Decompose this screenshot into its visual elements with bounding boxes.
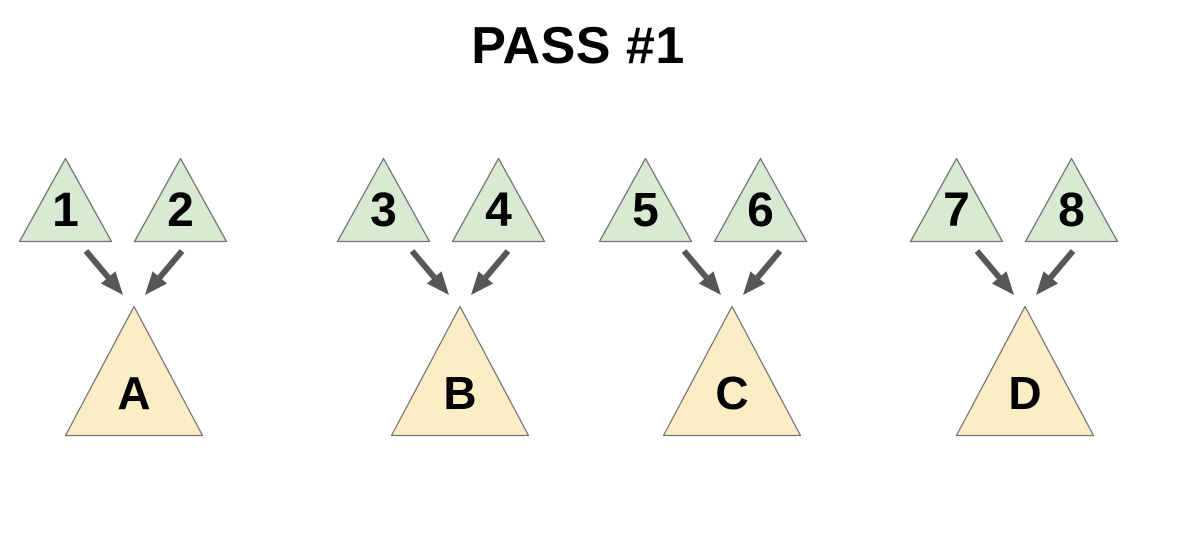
merge-group-a: 1 2 A [8,157,238,437]
merge-arrows [681,249,783,295]
input-triangle-6: 6 [713,157,808,243]
input-row-c: 5 6 [598,157,808,243]
input-row-b: 3 4 [336,157,546,243]
arrow-down-left-icon [1036,249,1076,295]
triangle-shape [133,157,228,243]
triangle-shape [1024,157,1119,243]
input-triangle-4: 4 [451,157,546,243]
arrow-down-right-icon [681,249,721,295]
merge-group-c: 5 6 C [588,157,818,437]
merge-arrows [83,249,185,295]
triangle-shape [18,157,113,243]
triangle-shape [662,305,802,437]
merge-group-b: 3 4 B [326,157,556,437]
diagram-title: PASS #1 [471,17,685,75]
triangle-shape [451,157,546,243]
output-triangle-a: A [64,305,204,437]
output-triangle-d: D [955,305,1095,437]
input-row-d: 7 8 [909,157,1119,243]
input-triangle-1: 1 [18,157,113,243]
arrow-down-left-icon [145,249,185,295]
input-triangle-3: 3 [336,157,431,243]
input-triangle-7: 7 [909,157,1004,243]
output-triangle-c: C [662,305,802,437]
arrow-down-right-icon [974,249,1014,295]
triangle-shape [598,157,693,243]
merge-group-d: 7 8 D [899,157,1129,437]
triangle-shape [713,157,808,243]
triangle-shape [955,305,1095,437]
input-row-a: 1 2 [18,157,228,243]
input-triangle-5: 5 [598,157,693,243]
merge-arrows [974,249,1076,295]
triangle-shape [909,157,1004,243]
input-triangle-8: 8 [1024,157,1119,243]
triangle-shape [64,305,204,437]
triangle-shape [390,305,530,437]
output-triangle-b: B [390,305,530,437]
arrow-down-left-icon [471,249,511,295]
arrow-down-right-icon [83,249,123,295]
arrow-down-right-icon [409,249,449,295]
arrow-down-left-icon [743,249,783,295]
merge-arrows [409,249,511,295]
input-triangle-2: 2 [133,157,228,243]
triangle-shape [336,157,431,243]
